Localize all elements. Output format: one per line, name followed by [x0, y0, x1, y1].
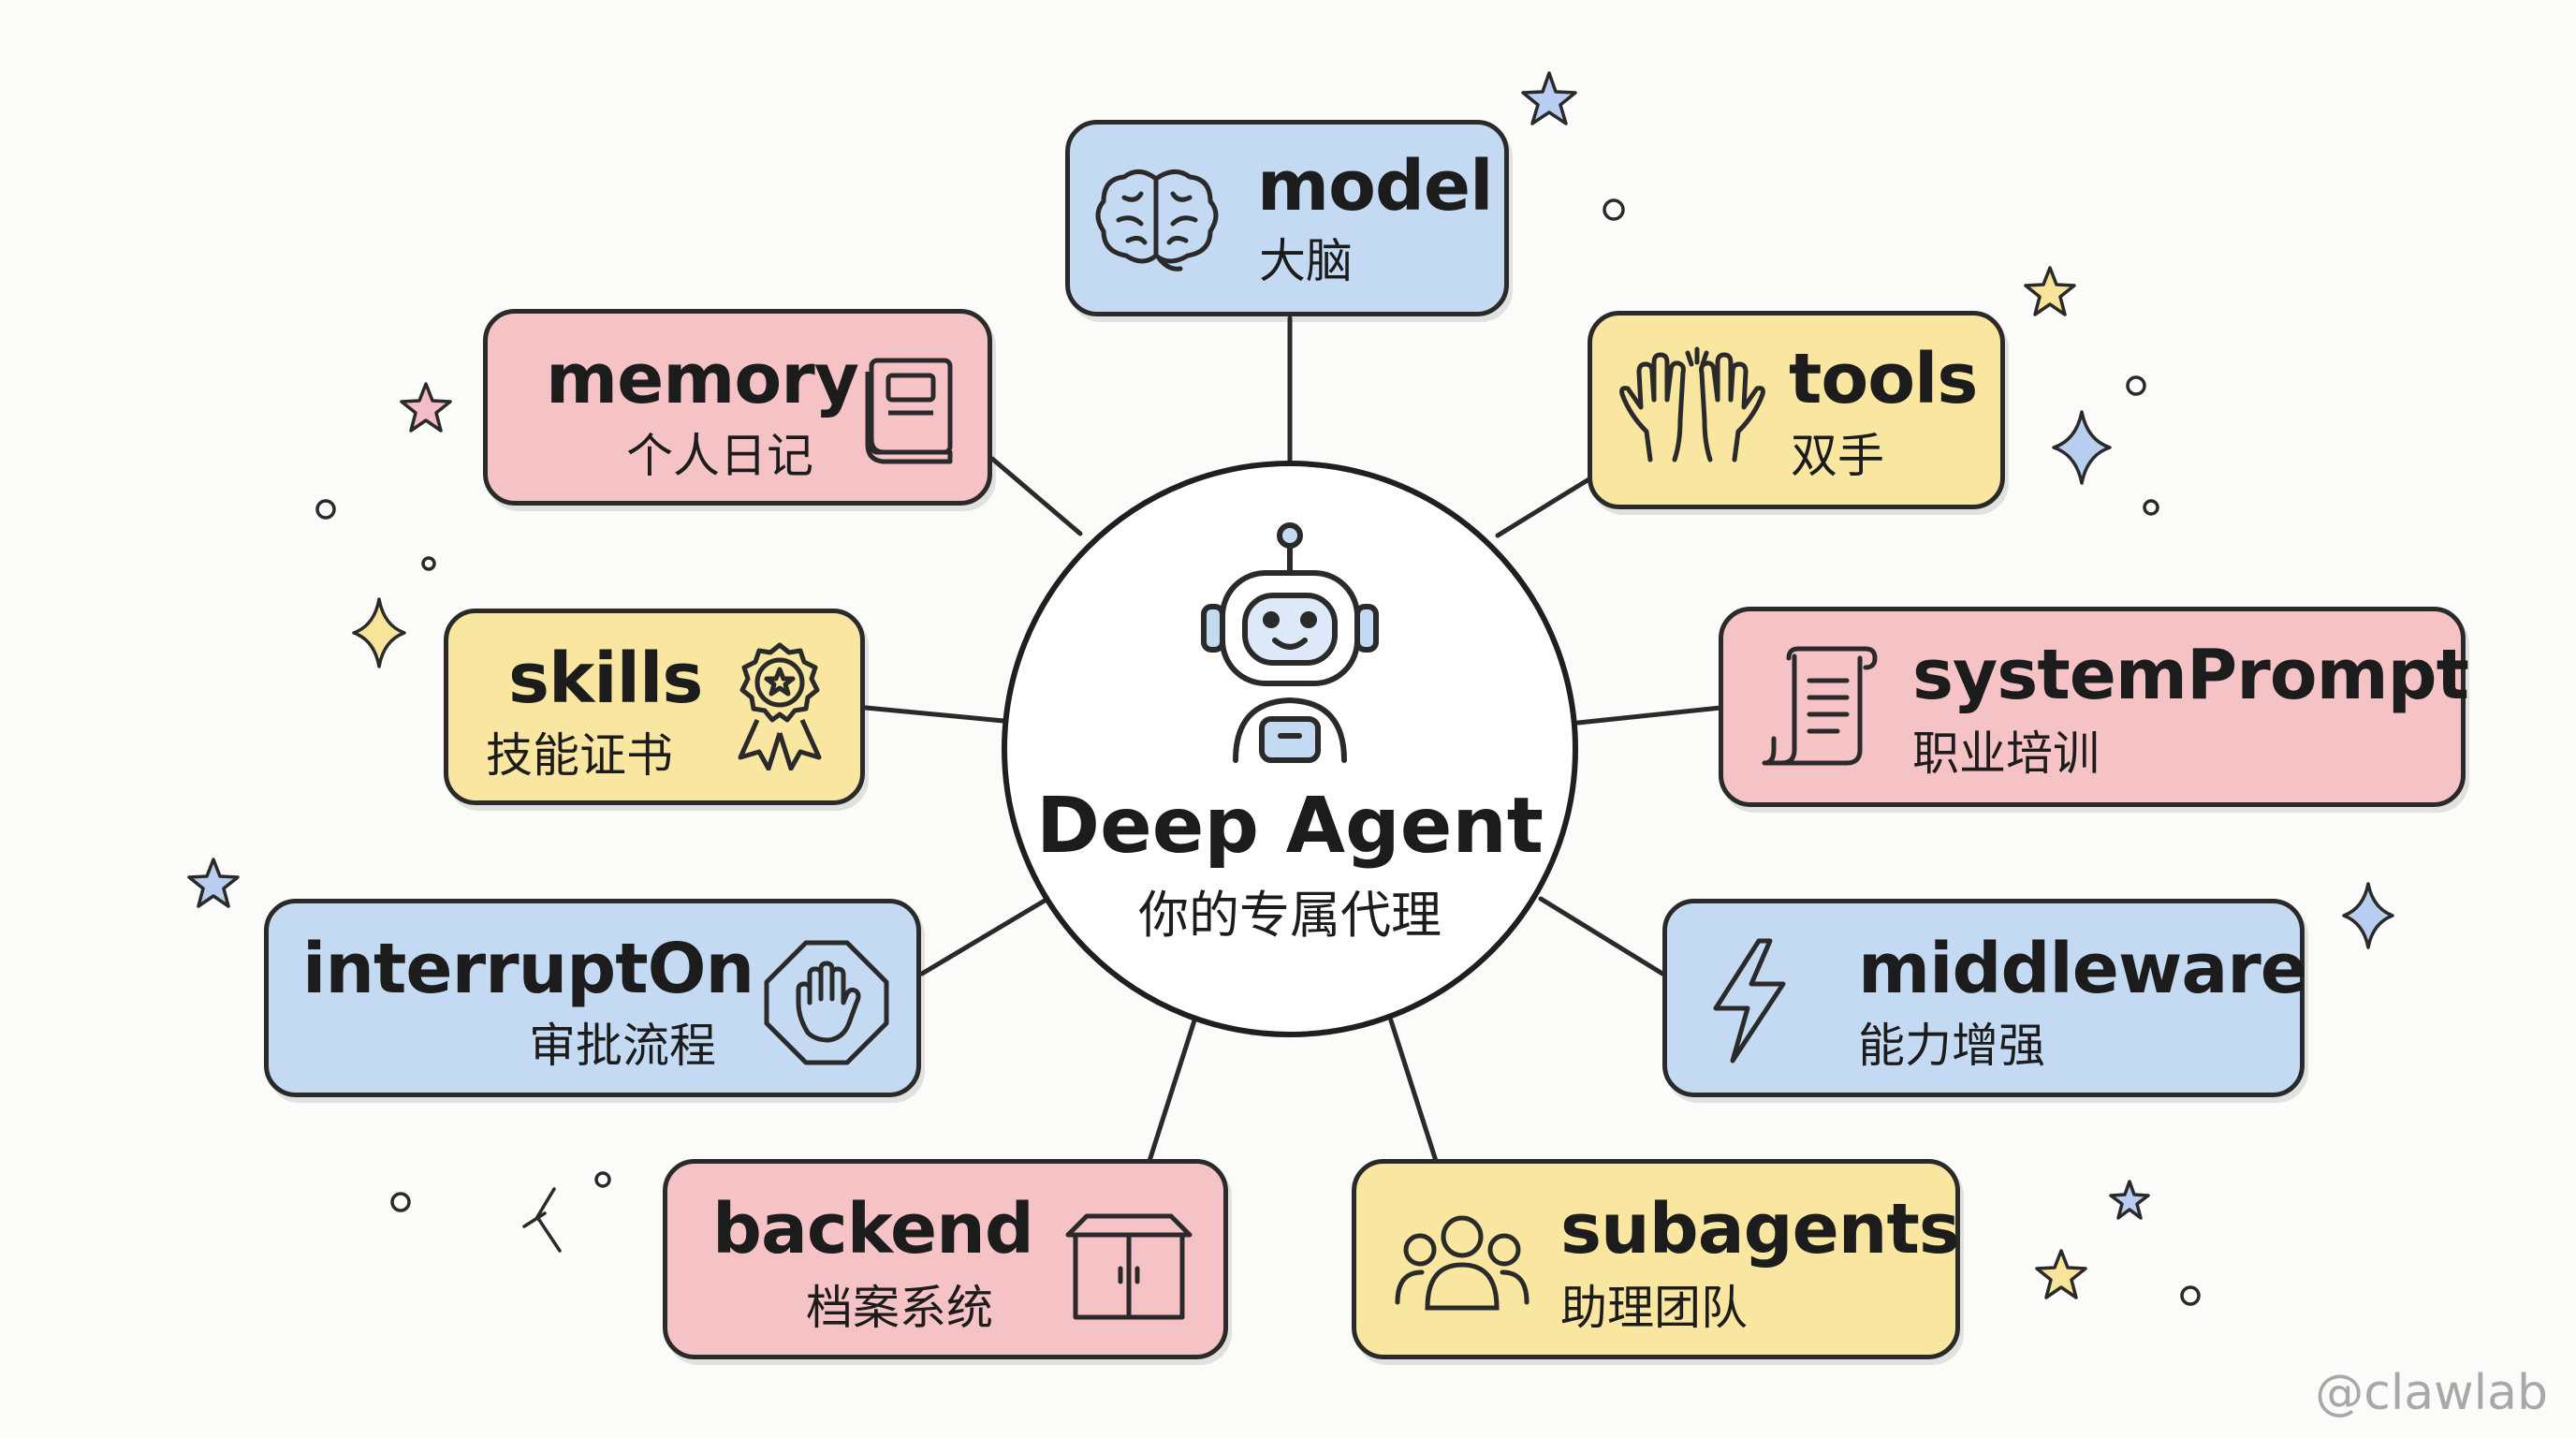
sparkle-icon	[2052, 410, 2112, 485]
node-systemprompt-title: systemPrompt	[1912, 635, 2469, 715]
center-title: Deep Agent	[1036, 782, 1544, 871]
node-middleware[interactable]: middleware 能力增强	[1662, 899, 2307, 1097]
node-model-title: model	[1257, 146, 1493, 227]
star-icon	[2024, 266, 2076, 316]
node-backend-subtitle: 档案系统	[806, 1281, 993, 1335]
dot-icon	[2180, 1285, 2201, 1306]
brain-icon	[1095, 169, 1219, 271]
node-interrupton-subtitle: 审批流程	[529, 1019, 716, 1073]
dot-icon	[315, 499, 336, 520]
book-icon	[865, 358, 953, 464]
connector-backend	[1147, 1018, 1197, 1164]
node-skills-subtitle: 技能证书	[486, 728, 673, 783]
tiny-sparkle-icon	[522, 1187, 562, 1253]
scroll-icon	[1762, 646, 1878, 766]
watermark: @clawlab	[2315, 1365, 2548, 1421]
connector-interrupton	[919, 898, 1047, 976]
connector-skills	[863, 705, 1006, 724]
node-skills-title: skills	[508, 638, 703, 719]
node-memory-subtitle: 个人日记	[626, 429, 813, 483]
node-subagents-title: subagents	[1560, 1189, 1960, 1269]
sparkle-icon	[2342, 882, 2394, 949]
node-memory-title: memory	[546, 339, 859, 419]
stop-hand-icon	[764, 940, 889, 1065]
lightning-icon	[1713, 938, 1786, 1064]
cabinet-icon	[1065, 1213, 1193, 1320]
node-systemprompt[interactable]: systemPrompt 职业培训	[1719, 607, 2469, 807]
node-model[interactable]: model 大脑	[1065, 120, 1509, 316]
connector-tools	[1495, 473, 1598, 538]
node-memory[interactable]: memory 个人日记	[483, 309, 992, 506]
center-subtitle: 你的专属代理	[1138, 886, 1442, 945]
node-skills[interactable]: skills 技能证书	[444, 609, 865, 805]
node-interrupton[interactable]: interruptOn 审批流程	[264, 899, 921, 1097]
star-icon	[2109, 1180, 2150, 1220]
node-tools-subtitle: 双手	[1791, 429, 1884, 483]
node-subagents-subtitle: 助理团队	[1560, 1281, 1748, 1335]
robot-icon	[1201, 522, 1379, 763]
node-middleware-title: middleware	[1858, 929, 2307, 1009]
connector-middleware	[1538, 896, 1665, 976]
dot-icon	[1603, 198, 1625, 221]
sparkle-icon	[352, 597, 406, 668]
hands-icon	[1619, 346, 1765, 462]
node-middleware-subtitle: 能力增强	[1858, 1019, 2045, 1073]
node-backend[interactable]: backend 档案系统	[663, 1159, 1228, 1359]
connector-memory	[989, 456, 1083, 536]
team-icon	[1395, 1215, 1530, 1311]
node-interrupton-title: interruptOn	[302, 929, 754, 1009]
star-icon	[400, 382, 452, 433]
node-systemprompt-subtitle: 职业培训	[1912, 726, 2100, 781]
node-tools[interactable]: tools 双手	[1588, 311, 2005, 509]
node-subagents[interactable]: subagents 助理团队	[1352, 1159, 1960, 1359]
connector-subagents	[1388, 1018, 1439, 1164]
star-icon	[2035, 1249, 2087, 1299]
dot-icon	[2126, 375, 2146, 396]
dot-icon	[2143, 499, 2159, 516]
dot-icon	[421, 556, 436, 571]
node-model-subtitle: 大脑	[1259, 234, 1353, 288]
node-tools-title: tools	[1789, 339, 1978, 419]
connector-systemprompt	[1575, 705, 1723, 726]
dot-icon	[390, 1192, 411, 1212]
star-icon	[1521, 71, 1577, 125]
node-backend-title: backend	[712, 1189, 1034, 1269]
award-badge-icon	[738, 642, 822, 770]
star-icon	[187, 858, 240, 908]
dot-icon	[594, 1171, 611, 1188]
